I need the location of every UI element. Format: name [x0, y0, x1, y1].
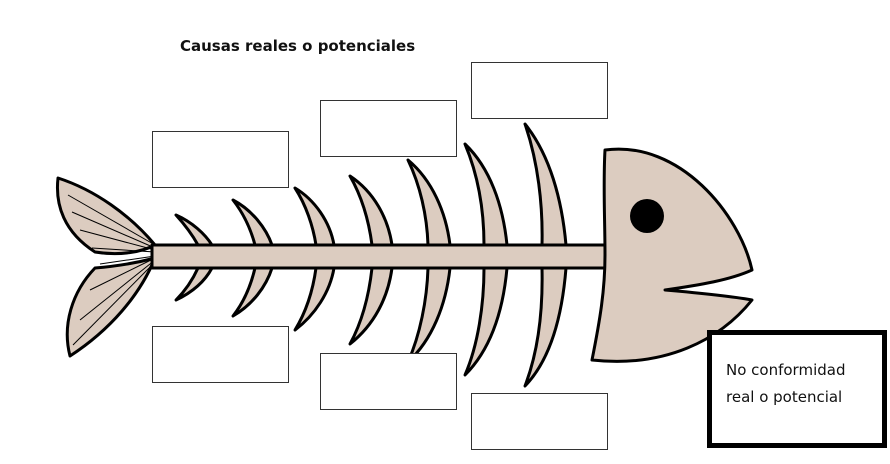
bone-lower-2 [231, 266, 274, 318]
bone-lower-7 [523, 266, 568, 388]
bone-upper-3 [293, 186, 336, 247]
tail-fin-upper [55, 176, 157, 256]
fish-head [590, 147, 754, 363]
diagram-title: Causas reales o potenciales [180, 37, 416, 55]
cause-box-bottom-2[interactable] [320, 353, 457, 410]
cause-box-bottom-3[interactable] [471, 393, 608, 450]
cause-box-top-3[interactable] [471, 62, 608, 119]
spine [150, 243, 609, 270]
cause-box-top-1[interactable] [152, 131, 289, 188]
bone-upper-4 [348, 174, 394, 247]
bone-upper-1 [174, 213, 214, 247]
bone-lower-4 [348, 266, 394, 346]
effect-label-line-1: No conformidad [726, 361, 846, 379]
bone-upper-6 [463, 142, 509, 247]
fish-eye [630, 199, 664, 233]
bone-upper-7 [523, 122, 568, 247]
bone-lower-3 [293, 266, 336, 332]
effect-label-line-2: real o potencial [726, 388, 843, 406]
bone-upper-5 [406, 158, 452, 247]
effect-box[interactable]: No conformidad real o potencial [707, 330, 887, 448]
bone-lower-6 [463, 266, 509, 377]
tail-fin-ribs [67, 194, 156, 346]
bone-lower-5 [406, 266, 452, 364]
bone-lower-1 [174, 266, 214, 302]
cause-box-top-2[interactable] [320, 100, 457, 157]
cause-box-bottom-1[interactable] [152, 326, 289, 383]
bone-upper-2 [231, 198, 274, 247]
